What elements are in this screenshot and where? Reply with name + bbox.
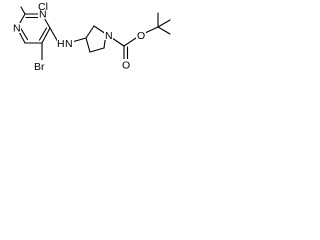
bond-c2-cl: [20, 6, 26, 15]
label-bg-br: [33, 60, 48, 72]
atom-br: Br: [34, 61, 45, 73]
atom-n-pyr-bottom: N: [13, 23, 21, 35]
atom-n-amine: N: [65, 38, 73, 50]
atom-n-ring: N: [105, 30, 113, 42]
bond-c6-c5: [41, 27, 51, 44]
atom-n-pyr-top: N: [39, 9, 47, 21]
bond-cq-me1: [157, 19, 171, 28]
bond-c3-c2p: [85, 25, 95, 39]
atom-cl: Cl: [38, 1, 48, 13]
bond-c4-n3-double: [19, 27, 29, 41]
bond-oester-cq: [144, 26, 159, 34]
label-bg-o-ester: [136, 30, 146, 41]
bond-c4p-c3: [85, 37, 91, 53]
bond-c5p-c4p: [89, 47, 105, 53]
bond-c6-nh: [49, 27, 59, 43]
atom-o-carbonyl: O: [122, 60, 130, 72]
atom-h-on-n: H: [57, 38, 65, 50]
label-bg-nh: [57, 38, 74, 50]
bond-c6-c5-double: [38, 27, 48, 41]
chemical-structure: N N Cl Br H N N O O: [12, 1, 171, 73]
bond-carbonyl-c-oester: [123, 37, 137, 47]
atom-o-ester: O: [137, 30, 145, 42]
label-bg-n-ring: [104, 30, 113, 40]
bond-cq-me2: [157, 26, 171, 35]
label-bg-n-bottom: [12, 23, 21, 33]
label-bg-o-carbonyl: [121, 59, 131, 70]
bond-n1p-carbonyl-c: [111, 37, 125, 47]
bond-nh-c3: [71, 37, 87, 43]
label-bg-n-top: [38, 9, 47, 19]
